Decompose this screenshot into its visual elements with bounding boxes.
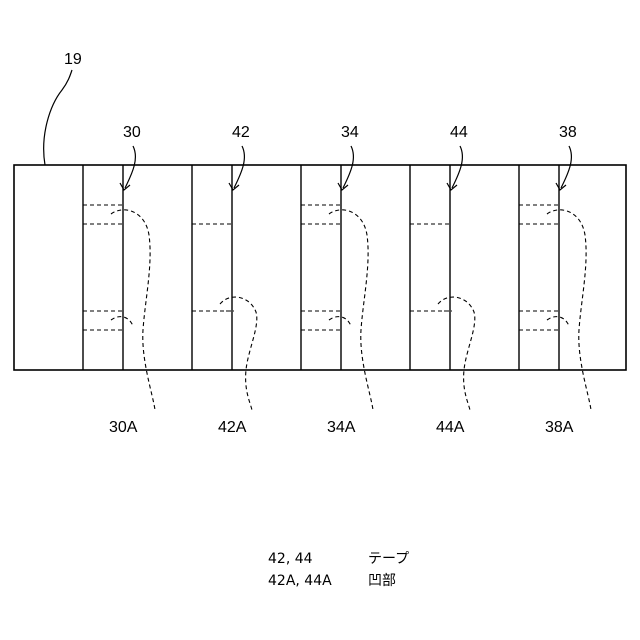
recess-label: 38A [545,419,574,436]
tape-arrow [343,146,353,188]
recess-label: 44A [436,419,465,436]
legend-key: 42, 44 [268,548,368,570]
recess-label: 30A [109,419,138,436]
tape-arrowhead [556,183,566,190]
recess-hook [547,317,569,326]
legend-key: 42A, 44A [268,570,368,592]
tape-arrowhead [338,183,348,190]
leader-19 [44,70,72,165]
recess-label: 34A [327,419,356,436]
legend-value: 凹部 [368,570,396,592]
legend-row-recess: 42A, 44A 凹部 [268,570,409,592]
recess-leader [329,210,373,410]
recess-leader [547,210,591,410]
recess-hook [329,317,351,326]
tape-arrowhead [120,183,130,190]
recess-leader [438,297,475,410]
label-19: 19 [64,51,82,68]
legend-row-tape: 42, 44 テープ [268,548,409,570]
tape-arrowhead [447,183,457,190]
tape-arrow [234,146,244,188]
tape-arrow [561,146,571,188]
legend-value: テープ [368,548,409,570]
recess-label: 42A [218,419,247,436]
tape-label: 44 [450,124,468,141]
legend: 42, 44 テープ 42A, 44A 凹部 [268,548,409,592]
tape-label: 34 [341,124,359,141]
tape-label: 42 [232,124,250,141]
recess-leader [111,210,155,410]
recess-leader [220,297,257,410]
tape-label: 38 [559,124,577,141]
tape-label: 30 [123,124,141,141]
tape-arrow [452,146,462,188]
outer-frame [14,165,626,370]
recess-hook [111,317,133,326]
tape-arrow [125,146,135,188]
tape-arrowhead [229,183,239,190]
